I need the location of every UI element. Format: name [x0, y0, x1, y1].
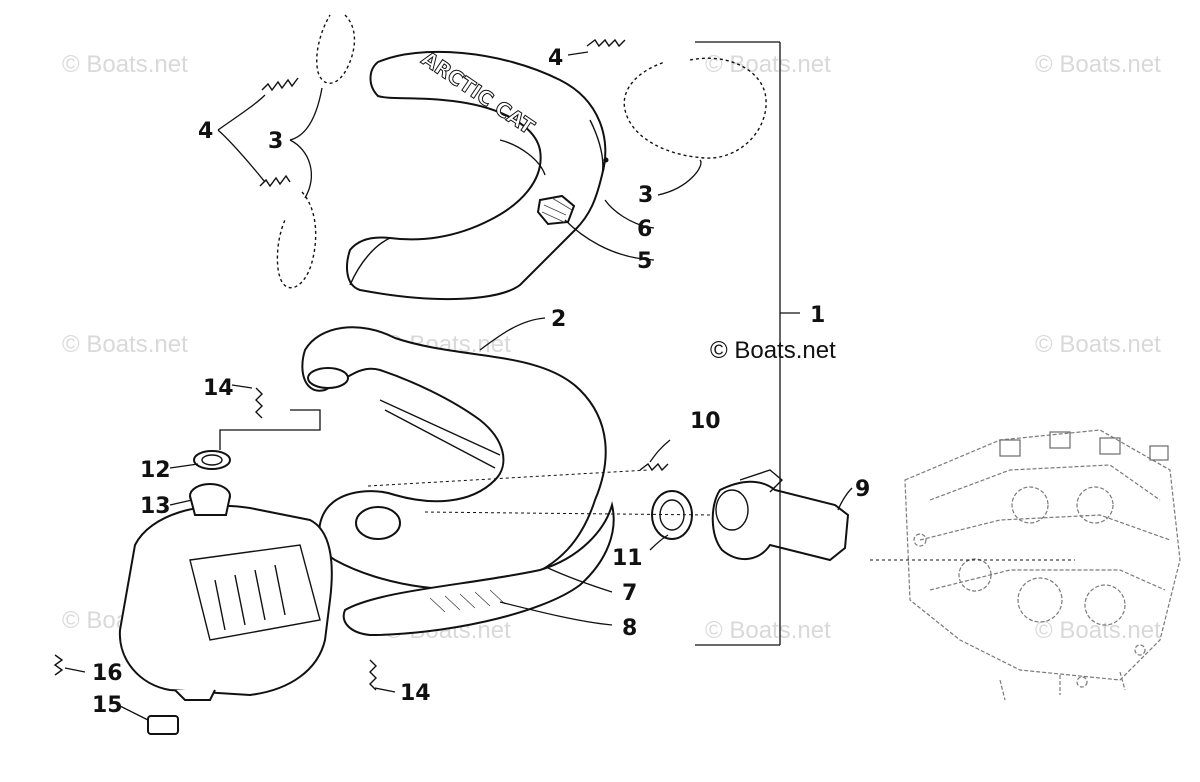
callout-12: 12	[140, 458, 171, 483]
callout-10: 10	[690, 409, 721, 434]
watermark-2: © Boats.net	[705, 51, 831, 78]
callout-2: 2	[551, 307, 566, 332]
callout-16: 16	[92, 661, 123, 686]
clamp-band-lower-left	[276, 191, 317, 289]
callout-9: 9	[855, 477, 870, 502]
callout-4-top: 4	[548, 46, 563, 71]
callout-4-left: 4	[198, 119, 213, 144]
watermark-10: © Boats.net	[1035, 617, 1161, 644]
callout-14-upper: 14	[203, 376, 234, 401]
watermark-4: © Boats.net	[62, 331, 188, 358]
callout-labels: 1 2 3 3 4 4 5 6 7 8 9 10 11 12 13 14 14 …	[92, 46, 870, 718]
callout-1: 1	[810, 303, 825, 328]
clamp-band-right	[623, 57, 767, 159]
callout-3-left: 3	[268, 129, 283, 154]
callout-8: 8	[622, 616, 637, 641]
clamp-band-upper-left	[316, 14, 356, 84]
callout-13: 13	[140, 494, 171, 519]
callout-3-right: 3	[638, 183, 653, 208]
callout-11: 11	[612, 546, 643, 571]
center-watermark: © Boats.net	[710, 337, 836, 364]
callout-7: 7	[622, 581, 637, 606]
springs	[53, 38, 669, 691]
watermark-3: © Boats.net	[1035, 51, 1161, 78]
callout-6: 6	[637, 217, 652, 242]
alignment-lines	[367, 469, 1075, 561]
decal-part-5	[536, 194, 576, 226]
upper-heat-shield: ARCTIC CAT	[346, 46, 609, 301]
leader-lines	[64, 41, 853, 721]
callout-5: 5	[637, 249, 652, 274]
callout-15: 15	[92, 693, 123, 718]
lower-heat-shield	[342, 501, 615, 637]
watermark-9: © Boats.net	[705, 617, 831, 644]
engine-block	[904, 429, 1181, 701]
watermark-6: © Boats.net	[1035, 331, 1161, 358]
drain-plug	[147, 715, 179, 735]
callout-14-lower: 14	[400, 681, 431, 706]
expansion-chamber-pipe	[301, 326, 607, 591]
muffler	[118, 483, 333, 701]
watermark-1: © Boats.net	[62, 51, 188, 78]
